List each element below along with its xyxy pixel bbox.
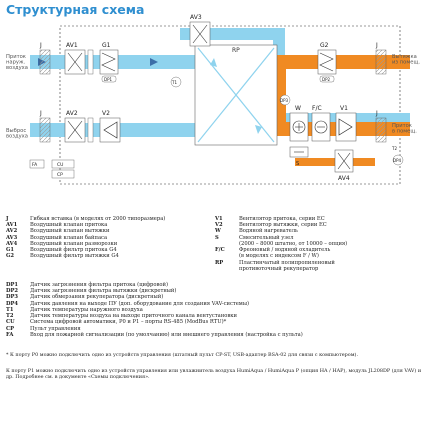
sensor-t1 (170, 76, 182, 88)
unit-casing (59, 25, 401, 185)
cooler-fc (311, 112, 331, 142)
recuperator-label: RP (232, 47, 240, 54)
code-fa: FA (32, 162, 38, 168)
code-dp1: DP1 (104, 77, 112, 82)
code-j-3: J (39, 110, 42, 117)
code-cu: CU (57, 162, 63, 168)
page-title: Структурная схема (6, 2, 145, 17)
code-av3: AV3 (190, 14, 202, 21)
fan-v2 (99, 117, 121, 143)
air-valve-av2 (64, 117, 94, 143)
filter-g1 (99, 49, 119, 83)
air-valve-av1 (64, 49, 94, 75)
code-t2: T2 (391, 146, 397, 151)
sensor-dp4 (392, 154, 404, 166)
structural-diagram: RP (6, 14, 420, 185)
code-av1: AV1 (66, 42, 78, 49)
code-av2: AV2 (66, 110, 78, 117)
code-v1: V1 (340, 105, 348, 112)
code-v2: V2 (102, 110, 110, 117)
control-block (29, 159, 75, 179)
fan-v1 (335, 112, 357, 142)
code-dp3: DP3 (280, 98, 288, 103)
code-g2: G2 (320, 42, 329, 49)
water-heater-w (289, 112, 309, 142)
mixing-unit-s (289, 146, 309, 158)
flex-joint-supply (39, 49, 51, 75)
flex-joint-supply-out (375, 117, 387, 143)
flex-joint-exhaust-in (375, 49, 387, 75)
code-g1: G1 (102, 42, 111, 49)
air-valve-av4 (334, 149, 354, 173)
code-j-4: J (375, 110, 378, 117)
filter-g2 (317, 49, 337, 83)
sensor-dp3 (279, 94, 291, 106)
code-fc: F/C (312, 105, 322, 112)
code-s: S (296, 161, 299, 167)
flex-joint-exhaust (39, 117, 51, 143)
footnote-p0: * К порту P0 можно подключить одно из ус… (6, 352, 359, 358)
code-cp: CP (57, 172, 63, 178)
code-av4: AV4 (338, 175, 350, 182)
footnote-p1: К порту P1 можно подключить одно из устр… (6, 368, 422, 381)
code-w: W (295, 105, 301, 112)
code-t1: T1 (171, 80, 177, 85)
air-valve-av3 (189, 21, 211, 47)
code-dp2: DP2 (322, 77, 330, 82)
code-dp4: DP4 (393, 158, 401, 163)
code-j-2: J (375, 42, 378, 49)
code-j-1: J (39, 42, 42, 49)
